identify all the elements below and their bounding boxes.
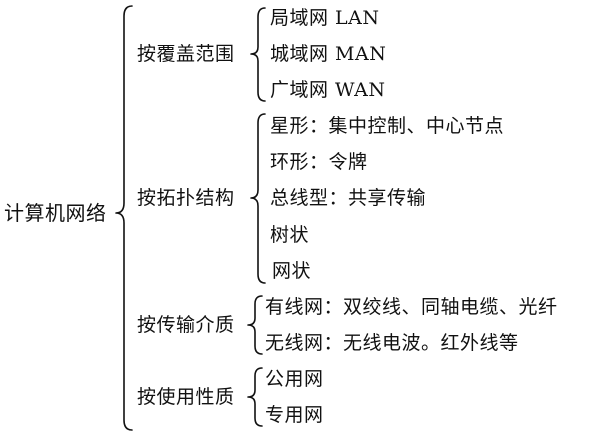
category-label-usage: 按使用性质 [137,386,235,408]
leaf-mesh: 网状 [272,260,312,282]
leaf-private: 专用网 [265,404,324,426]
leaf-wan: 广域网 WAN [270,79,386,101]
leaf-wireless: 无线网：无线电波。红外线等 [265,332,519,354]
root-brace [115,5,133,431]
root-label: 计算机网络 [4,201,107,225]
leaf-public: 公用网 [265,368,324,390]
category-label-coverage: 按覆盖范围 [137,43,235,65]
leaf-ring: 环形：令牌 [270,151,368,173]
leaf-star: 星形：集中控制、中心节点 [270,115,505,137]
leaf-wired: 有线网：双绞线、同轴电缆、光纤 [265,296,558,318]
leaf-bus: 总线型：共享传输 [270,187,427,209]
category-brace-coverage [250,7,266,102]
leaf-tree: 树状 [270,224,310,246]
category-label-medium: 按传输介质 [137,314,235,336]
leaf-lan: 局域网 LAN [270,7,380,29]
category-brace-topology [250,113,266,284]
category-label-topology: 按拓扑结构 [137,187,235,209]
category-brace-medium [247,295,263,355]
leaf-man: 城域网 MAN [270,43,387,65]
category-brace-usage [247,367,263,427]
